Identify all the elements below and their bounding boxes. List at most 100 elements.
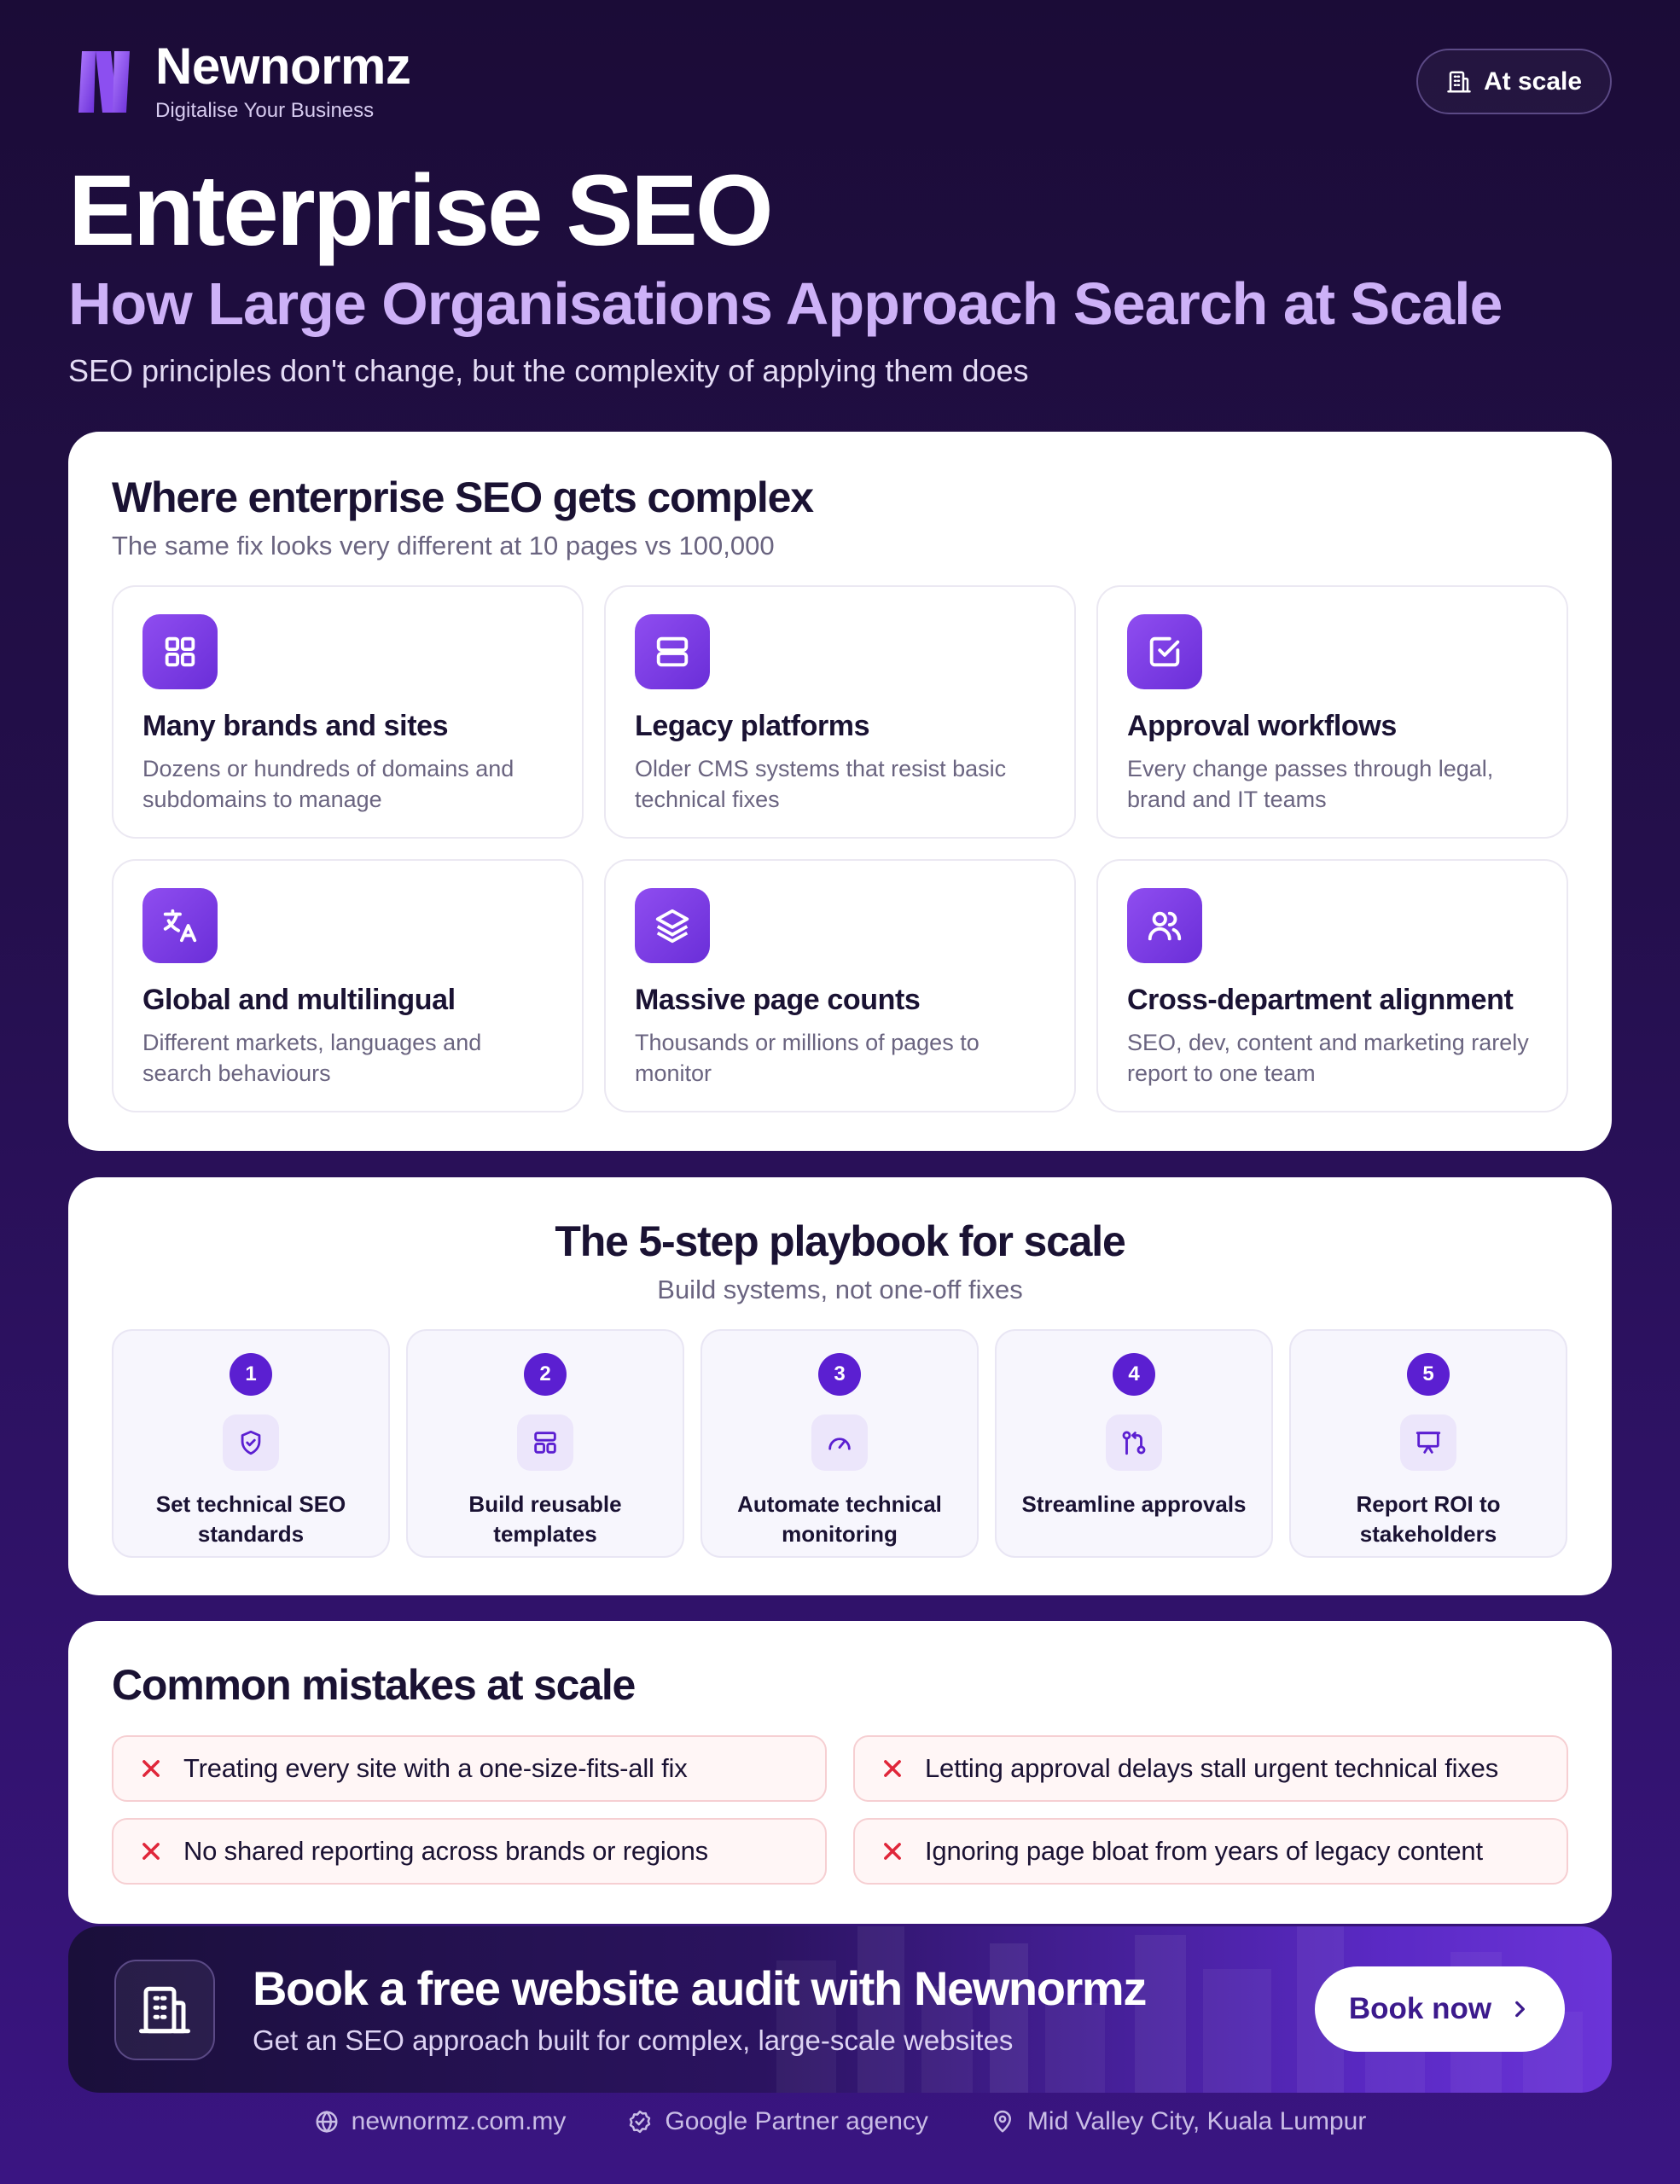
tile-desc: Different markets, languages and search … [142, 1030, 482, 1087]
tile-desc: Every change passes through legal, brand… [1127, 756, 1494, 813]
x-icon [884, 1760, 901, 1777]
tile-desc: Dozens or hundreds of domains and subdom… [142, 756, 514, 813]
footer-partner-label: Google Partner agency [665, 2107, 928, 2135]
tile-desc: SEO, dev, content and marketing rarely r… [1127, 1030, 1529, 1087]
step-3: 3 Automate technical monitoring [700, 1329, 979, 1558]
map-pin-icon [993, 2110, 1011, 2133]
step-label: Build reusable templates [468, 1491, 622, 1548]
building-icon [139, 1986, 190, 2034]
step-label: Set technical SEO standards [155, 1491, 346, 1548]
globe-icon [316, 2110, 338, 2134]
step-number: 2 [524, 1353, 567, 1396]
footer-website-label: newnormz.com.my [351, 2107, 567, 2135]
complexity-subtitle: The same fix looks very different at 10 … [112, 531, 775, 561]
decorative-bars [776, 1926, 1583, 2093]
at-scale-label: At scale [1483, 67, 1583, 96]
chevron-right-icon [1515, 2001, 1526, 2018]
footer-website[interactable]: newnormz.com.my [314, 2107, 567, 2136]
template-icon [517, 1414, 573, 1471]
complexity-header: Where enterprise SEO gets complex The sa… [112, 473, 814, 561]
cta-icon-box [114, 1960, 215, 2060]
checkbox-icon [1127, 614, 1202, 689]
tile-title: Cross-department alignment [1127, 984, 1514, 1016]
step-label: Streamline approvals [1021, 1491, 1247, 1517]
tile-desc: Thousands or millions of pages to monito… [635, 1030, 980, 1087]
at-scale-badge[interactable]: At scale [1416, 49, 1612, 114]
complexity-tile-brands: Many brands and sites Dozens or hundreds… [112, 585, 584, 839]
tile-title: Approval workflows [1127, 710, 1397, 742]
complexity-tile-approvals: Approval workflows Every change passes t… [1096, 585, 1568, 839]
n-logo-icon [78, 51, 130, 113]
hero-title: Enterprise SEO [68, 154, 774, 267]
cta-subtitle: Get an SEO approach built for complex, l… [253, 2024, 1014, 2056]
step-label: Report ROI to stakeholders [1356, 1491, 1501, 1548]
brand[interactable]: Newnormz Digitalise Your Business [73, 38, 411, 123]
mistake-item: No shared reporting across brands or reg… [112, 1818, 827, 1885]
gauge-icon [811, 1414, 868, 1471]
layers-icon [635, 888, 710, 963]
mistakes-list: Treating every site with a one-size-fits… [112, 1735, 1568, 1885]
complexity-card: Where enterprise SEO gets complex The sa… [68, 432, 1612, 1151]
playbook-subtitle: Build systems, not one-off fixes [657, 1275, 1023, 1304]
tile-title: Legacy platforms [635, 710, 870, 742]
mistake-item: Treating every site with a one-size-fits… [112, 1735, 827, 1802]
mistakes-card: Common mistakes at scale Treating every … [68, 1621, 1612, 1924]
brand-text: Newnormz Digitalise Your Business [155, 38, 411, 123]
badge-check-icon [630, 2110, 651, 2134]
shield-check-icon [223, 1414, 279, 1471]
mistake-text: Treating every site with a one-size-fits… [183, 1753, 688, 1783]
step-number: 1 [230, 1353, 272, 1396]
mistakes-header: Common mistakes at scale [112, 1660, 636, 1710]
complexity-grid: Many brands and sites Dozens or hundreds… [112, 585, 1568, 1112]
playbook-steps: 1 Set technical SEO standards 2 Build re… [112, 1329, 1568, 1558]
mistake-text: No shared reporting across brands or reg… [183, 1836, 708, 1866]
translate-icon [142, 888, 218, 963]
presentation-icon [1400, 1414, 1456, 1471]
tile-title: Many brands and sites [142, 710, 449, 742]
playbook-header: The 5-step playbook for scale Build syst… [68, 1217, 1612, 1305]
users-icon [1127, 888, 1202, 963]
brand-name: Newnormz [155, 38, 411, 95]
book-now-label: Book now [1348, 1992, 1492, 2025]
step-1: 1 Set technical SEO standards [112, 1329, 390, 1558]
hero-subtitle: How Large Organisations Approach Search … [68, 270, 1503, 337]
step-4: 4 Streamline approvals [995, 1329, 1273, 1558]
step-number: 3 [818, 1353, 861, 1396]
mistake-item: Ignoring page bloat from years of legacy… [853, 1818, 1568, 1885]
tile-desc: Older CMS systems that resist basic tech… [635, 756, 1007, 813]
step-label: Automate technical monitoring [737, 1491, 942, 1548]
footer-location: Mid Valley City, Kuala Lumpur [990, 2107, 1366, 2136]
complexity-tile-global: Global and multilingual Different market… [112, 859, 584, 1112]
footer-location-label: Mid Valley City, Kuala Lumpur [1026, 2107, 1367, 2135]
mistakes-title: Common mistakes at scale [112, 1661, 636, 1709]
book-now-button[interactable]: Book now [1315, 1966, 1565, 2052]
grid-icon [142, 614, 218, 689]
complexity-tile-legacy: Legacy platforms Older CMS systems that … [604, 585, 1076, 839]
step-5: 5 Report ROI to stakeholders [1289, 1329, 1567, 1558]
brand-tagline: Digitalise Your Business [155, 99, 375, 122]
footer: newnormz.com.my Google Partner agency Mi… [0, 2107, 1680, 2136]
mistake-text: Letting approval delays stall urgent tec… [925, 1753, 1498, 1783]
step-number: 4 [1113, 1353, 1155, 1396]
x-icon [142, 1760, 160, 1777]
step-number: 5 [1407, 1353, 1450, 1396]
mistake-item: Letting approval delays stall urgent tec… [853, 1735, 1568, 1802]
tile-title: Massive page counts [635, 984, 921, 1016]
building-icon [1447, 71, 1471, 92]
hero-description: SEO principles don't change, but the com… [68, 353, 1029, 388]
cta-title: Book a free website audit with Newnormz [253, 1961, 1147, 2015]
git-pull-icon [1106, 1414, 1162, 1471]
footer-partner: Google Partner agency [627, 2107, 928, 2136]
complexity-title: Where enterprise SEO gets complex [112, 473, 814, 521]
complexity-tile-pages: Massive page counts Thousands or million… [604, 859, 1076, 1112]
mistake-text: Ignoring page bloat from years of legacy… [925, 1836, 1483, 1866]
x-icon [884, 1843, 901, 1860]
complexity-tile-alignment: Cross-department alignment SEO, dev, con… [1096, 859, 1568, 1112]
playbook-card: The 5-step playbook for scale Build syst… [68, 1177, 1612, 1595]
server-icon [635, 614, 710, 689]
tile-title: Global and multilingual [142, 984, 456, 1016]
x-icon [142, 1843, 160, 1860]
step-2: 2 Build reusable templates [406, 1329, 684, 1558]
playbook-title: The 5-step playbook for scale [555, 1217, 1125, 1265]
